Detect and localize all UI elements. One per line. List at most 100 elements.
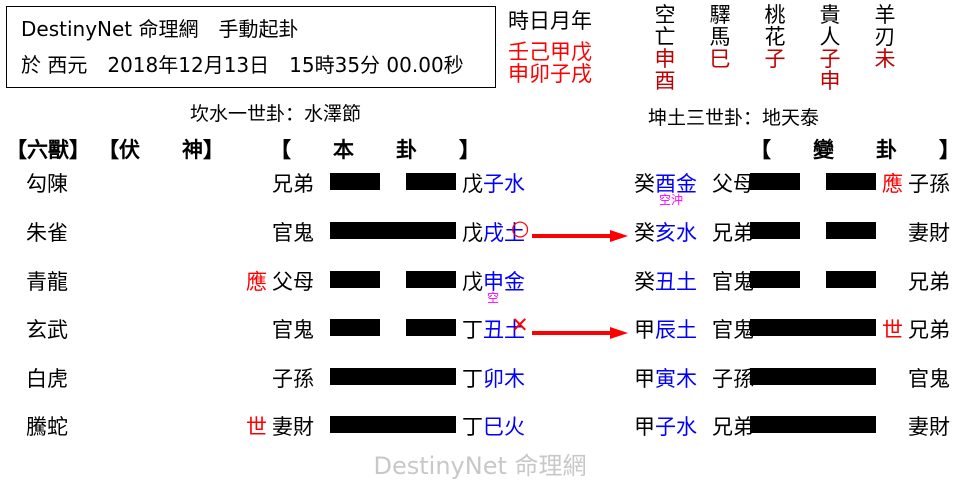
primary-branch-element: 巳火	[483, 415, 525, 439]
column-header-changed-hexagram: 【 變 卦 】	[750, 138, 960, 162]
changed-stem: 癸	[634, 270, 655, 294]
shensha-label: 空亡	[654, 3, 676, 50]
shensha-label: 桃花	[764, 3, 786, 50]
changed-ganzhi: 癸酉金	[634, 168, 697, 198]
primary-ganzhi: 戊子水	[462, 168, 525, 198]
changed-relative-label: 兄弟	[712, 415, 754, 439]
hidden-shi-ying-mark: 世	[246, 415, 267, 439]
changed-branch-element: 亥水	[655, 221, 697, 245]
shensha-column-yima: 驛馬 巳	[700, 4, 740, 70]
primary-branch-element: 戌土	[483, 221, 525, 245]
primary-hexagram-caption: 坎水一世卦：水澤節	[190, 103, 362, 125]
shensha-value-2: 酉	[654, 69, 676, 94]
shensha-value-1: 巳	[709, 47, 731, 72]
shensha-label: 貴人	[819, 3, 841, 50]
six-beast-label: 勾陳	[26, 172, 68, 196]
changed-branch-element: 子水	[655, 415, 697, 439]
changed-stem: 甲	[634, 318, 655, 342]
column-header-hidden-spirits: 【伏 神】	[98, 138, 224, 162]
primary-yao-line	[330, 416, 456, 433]
primary-stem: 戊	[462, 221, 483, 245]
changed-yao-line	[750, 222, 876, 239]
changed-stem: 癸	[634, 221, 655, 245]
changed-ganzhi: 甲辰土	[634, 314, 697, 344]
changed-relative-label: 兄弟	[712, 221, 754, 245]
primary-ganzhi: 丁卯木	[462, 363, 525, 393]
outer-relative-label: 兄弟	[908, 318, 950, 342]
outer-relative-label: 妻財	[908, 221, 950, 245]
table-row: 朱雀 官鬼 戊戌土 ○ 癸亥水 兄弟 妻財	[0, 214, 960, 262]
shensha-value-1: 未	[874, 47, 896, 72]
changed-yao-line	[750, 416, 876, 433]
primary-stem: 丁	[462, 415, 483, 439]
primary-stem: 戊	[462, 172, 483, 196]
outer-relative-label: 妻財	[908, 415, 950, 439]
primary-branch-element: 卯木	[483, 367, 525, 391]
primary-ganzhi: 戊申金	[462, 266, 525, 296]
table-row: 勾陳 兄弟 戊子水 癸酉金 空沖 父母 應 子孫	[0, 165, 960, 213]
transform-arrow-icon	[532, 324, 628, 339]
primary-yao-line	[330, 173, 456, 190]
changed-yao-line	[750, 271, 876, 288]
changed-branch-element: 寅木	[655, 367, 697, 391]
primary-yao-line	[330, 222, 456, 239]
change-mark-yang-moving: ○	[511, 216, 530, 240]
table-row: 騰蛇 世 妻財 丁巳火 甲子水 兄弟 妻財	[0, 408, 960, 456]
changed-relative-label: 子孫	[712, 367, 754, 391]
primary-ganzhi: 丁丑土	[462, 314, 525, 344]
six-beast-label: 騰蛇	[26, 415, 68, 439]
changed-branch-element: 辰土	[655, 318, 697, 342]
hidden-relative-label: 兄弟	[272, 172, 314, 196]
table-row: 青龍 應 父母 戊申金 空 癸丑土 官鬼 兄弟	[0, 263, 960, 311]
pillar-labels: 時日月年	[508, 9, 592, 33]
changed-ganzhi: 甲子水	[634, 411, 697, 441]
changed-relative-label: 官鬼	[712, 318, 754, 342]
table-row: 玄武 官鬼 丁丑土 ✕ 甲辰土 官鬼 世 兄弟	[0, 311, 960, 359]
shi-ying-mark: 應	[882, 172, 903, 196]
six-beast-label: 玄武	[26, 318, 68, 342]
hidden-relative-label: 父母	[272, 270, 314, 294]
six-beast-label: 白虎	[26, 367, 68, 391]
primary-stem: 戊	[462, 270, 483, 294]
outer-relative-label: 子孫	[908, 172, 950, 196]
changed-ganzhi: 癸丑土	[634, 266, 697, 296]
transform-arrow-icon	[532, 227, 628, 242]
changed-ganzhi: 癸亥水	[634, 217, 697, 247]
six-beast-label: 青龍	[26, 270, 68, 294]
shensha-column-taohua: 桃花 子	[755, 4, 795, 70]
site-watermark: DestinyNet 命理網	[373, 452, 587, 480]
shi-ying-mark: 世	[882, 318, 903, 342]
shensha-value-2: 申	[819, 69, 841, 94]
shensha-value-1: 申	[654, 47, 676, 72]
shensha-label: 羊刃	[874, 3, 896, 50]
primary-branch-element: 丑土	[483, 318, 525, 342]
primary-ganzhi: 丁巳火	[462, 411, 525, 441]
changed-kong-mark: 空沖	[659, 193, 684, 207]
shensha-column-kongwang: 空亡 申 酉	[645, 4, 685, 92]
six-beast-label: 朱雀	[26, 221, 68, 245]
shensha-column-guiren: 貴人 子 申	[810, 4, 850, 92]
primary-branch-element: 子水	[483, 172, 525, 196]
table-row: 白虎 子孫 丁卯木 甲寅木 子孫 官鬼	[0, 360, 960, 408]
pillar-heavenly-stems: 壬己甲戊	[508, 40, 592, 64]
change-mark-yin-moving: ✕	[511, 313, 529, 337]
cast-datetime: 於 西元 2018年12月13日 15時35分 00.00秒	[21, 53, 464, 77]
shensha-label: 驛馬	[709, 3, 731, 50]
hidden-relative-label: 子孫	[272, 367, 314, 391]
changed-branch-element: 丑土	[655, 270, 697, 294]
outer-relative-label: 官鬼	[908, 367, 950, 391]
primary-yao-line	[330, 319, 456, 336]
primary-yao-line	[330, 271, 456, 288]
hidden-relative-label: 妻財	[272, 415, 314, 439]
changed-relative-label: 官鬼	[712, 270, 754, 294]
shensha-value-1: 子	[764, 47, 786, 72]
primary-ganzhi: 戊戌土	[462, 217, 525, 247]
changed-yao-line	[750, 319, 876, 336]
hidden-relative-label: 官鬼	[272, 318, 314, 342]
primary-yao-line	[330, 368, 456, 385]
primary-kong-mark: 空	[487, 291, 500, 305]
changed-stem: 癸	[634, 172, 655, 196]
changed-yao-line	[750, 173, 876, 190]
changed-ganzhi: 甲寅木	[634, 363, 697, 393]
